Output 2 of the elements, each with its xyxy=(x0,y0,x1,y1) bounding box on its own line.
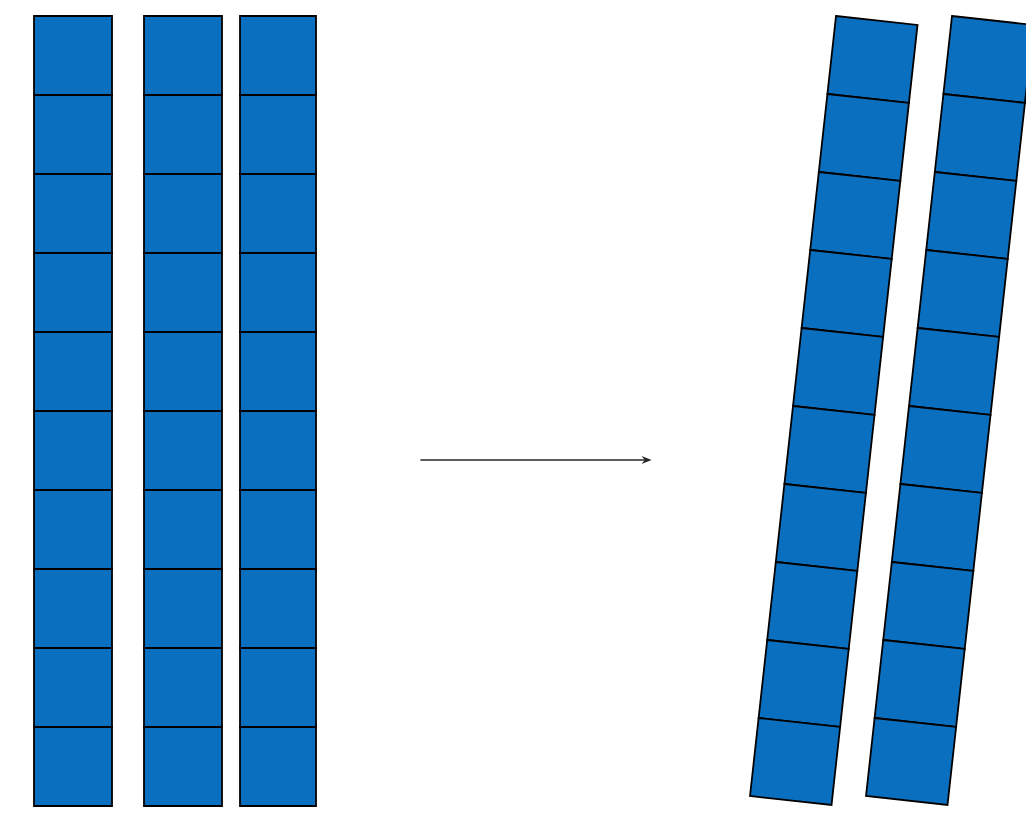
blocks-drawing xyxy=(33,15,317,807)
blocks-drawing xyxy=(749,15,1026,806)
